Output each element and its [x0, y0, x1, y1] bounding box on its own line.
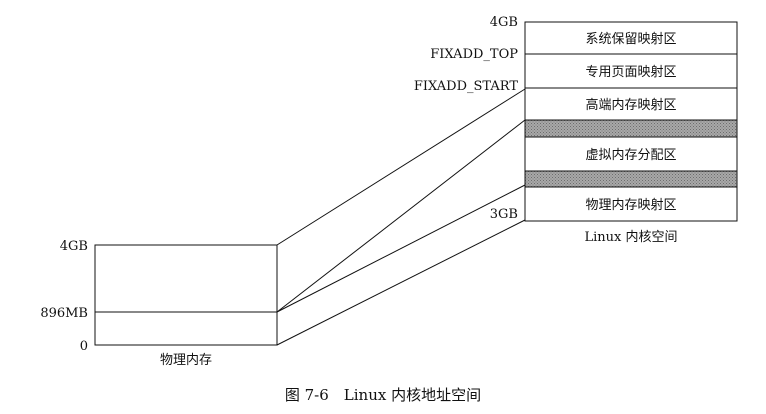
- segment-label-high-memory: 高端内存映射区: [585, 97, 676, 113]
- segment-label-vmalloc: 虚拟内存分配区: [585, 147, 676, 163]
- segment-dedicated-page: [524, 53, 738, 89]
- segment-physical-mapping: [524, 186, 738, 222]
- connector-lines: [276, 88, 526, 346]
- left-label-4gb: 4GB: [60, 239, 88, 254]
- segment-vmalloc: [524, 136, 738, 172]
- left-label-896mb: 896MB: [40, 306, 88, 321]
- kernel-space-caption: Linux 内核空间: [585, 229, 678, 245]
- connector-0-to-3gb: [276, 219, 526, 346]
- kernel-space-column: [524, 21, 738, 222]
- right-label-fixadd-start: FIXADD_START: [414, 79, 518, 94]
- connector-896mb-to-high-mem: [276, 119, 526, 313]
- right-label-3gb: 3GB: [490, 207, 518, 222]
- right-label-4gb: 4GB: [490, 15, 518, 30]
- right-label-fixadd-top: FIXADD_TOP: [430, 47, 518, 62]
- connector-896mb-to-3gb-region: [276, 184, 526, 313]
- gap-block-lower: [524, 170, 738, 188]
- physical-memory-block: [94, 244, 278, 346]
- segment-label-system-reserved: 系统保留映射区: [585, 31, 676, 47]
- segment-label-physical-mapping: 物理内存映射区: [585, 197, 676, 213]
- physical-memory-rect: [94, 244, 278, 346]
- gap-block-upper: [524, 119, 738, 138]
- figure-caption: 图 7-6 Linux 内核地址空间: [285, 386, 481, 404]
- connector-4gb-to-top: [276, 88, 526, 246]
- physical-memory-caption: 物理内存: [160, 352, 212, 368]
- left-label-0: 0: [80, 339, 88, 354]
- segment-label-dedicated-page: 专用页面映射区: [585, 64, 676, 80]
